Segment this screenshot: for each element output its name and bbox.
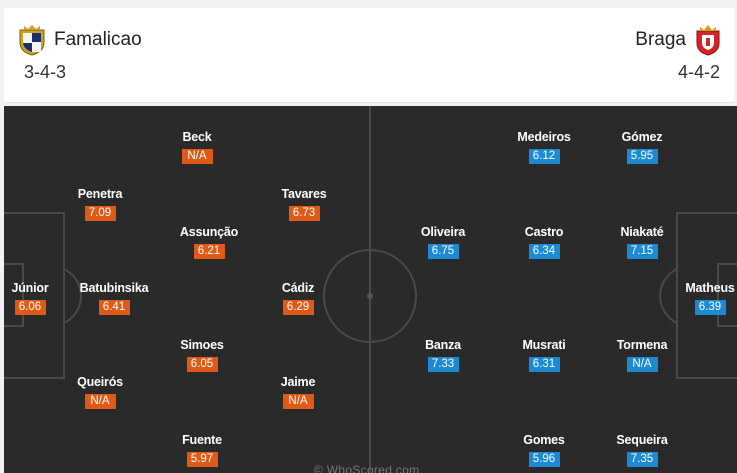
player-name: Beck: [182, 130, 212, 144]
away-player[interactable]: Niakaté 7.15: [587, 224, 697, 259]
home-player[interactable]: Queirós N/A: [45, 374, 155, 409]
player-rating: 6.06: [14, 300, 46, 315]
away-formation: 4-4-2: [677, 62, 720, 82]
player-rating: 5.97: [186, 452, 218, 467]
player-name: Gómez: [621, 130, 663, 144]
player-name: Castro: [524, 225, 564, 239]
player-name: Medeiros: [517, 130, 571, 144]
player-name: Simoes: [180, 338, 224, 352]
player-rating: 7.15: [626, 244, 658, 259]
away-player[interactable]: Gomes 5.96: [489, 432, 599, 467]
home-player[interactable]: Tavares 6.73: [249, 186, 359, 221]
home-formation: 3-4-3: [24, 62, 67, 82]
player-name: Gomes: [523, 433, 565, 447]
player-rating: 6.05: [186, 357, 218, 372]
player-rating: 7.33: [427, 357, 459, 372]
player-rating: 5.95: [626, 149, 658, 164]
player-rating: N/A: [626, 357, 658, 372]
home-player[interactable]: Penetra 7.09: [45, 186, 155, 221]
player-rating: 6.12: [528, 149, 560, 164]
player-name: Niakaté: [620, 225, 664, 239]
player-name: Assunção: [179, 225, 239, 239]
away-team-name: Braga: [635, 29, 686, 50]
player-rating: 6.31: [528, 357, 560, 372]
away-player[interactable]: Medeiros 6.12: [489, 129, 599, 164]
player-rating: 7.35: [626, 452, 658, 467]
away-player[interactable]: Gómez 5.95: [587, 129, 697, 164]
match-header: Famalicao 3-4-3 Braga 4-4-2: [4, 8, 734, 103]
player-name: Tavares: [281, 187, 327, 201]
player-rating: 6.73: [288, 206, 320, 221]
home-player[interactable]: Jaime N/A: [243, 374, 353, 409]
home-player[interactable]: Simoes 6.05: [147, 337, 257, 372]
away-player[interactable]: Matheus 6.39: [655, 280, 737, 315]
home-player[interactable]: Júnior 6.06: [4, 280, 85, 315]
away-player[interactable]: Castro 6.34: [489, 224, 599, 259]
home-player[interactable]: Assunção 6.21: [154, 224, 264, 259]
watermark: © WhoScored.com: [314, 463, 420, 473]
player-name: Jaime: [280, 375, 316, 389]
away-player[interactable]: Oliveira 6.75: [388, 224, 498, 259]
player-name: Cádiz: [281, 281, 315, 295]
famalicao-crest-icon: [18, 24, 46, 56]
pitch: Júnior 6.06 Penetra 7.09 Batubinsika 6.4…: [4, 106, 737, 473]
player-name: Queirós: [77, 375, 123, 389]
away-player[interactable]: Tormena N/A: [587, 337, 697, 372]
player-name: Júnior: [11, 281, 49, 295]
player-rating: N/A: [181, 149, 213, 164]
away-player[interactable]: Musrati 6.31: [489, 337, 599, 372]
away-player[interactable]: Banza 7.33: [388, 337, 498, 372]
player-name: Sequeira: [616, 433, 668, 447]
away-player[interactable]: Sequeira 7.35: [587, 432, 697, 467]
player-rating: 6.39: [694, 300, 726, 315]
player-name: Musrati: [522, 338, 566, 352]
home-player[interactable]: Fuente 5.97: [147, 432, 257, 467]
player-rating: 6.29: [282, 300, 314, 315]
player-rating: 5.96: [528, 452, 560, 467]
player-name: Banza: [425, 338, 461, 352]
player-rating: 6.41: [98, 300, 130, 315]
player-rating: 6.34: [528, 244, 560, 259]
braga-crest-icon: [694, 24, 722, 56]
home-player[interactable]: Batubinsika 6.41: [59, 280, 169, 315]
player-rating: 6.75: [427, 244, 459, 259]
player-name: Fuente: [182, 433, 222, 447]
home-team[interactable]: Famalicao: [18, 24, 142, 56]
player-name: Tormena: [616, 338, 668, 352]
player-rating: N/A: [282, 394, 314, 409]
player-name: Penetra: [77, 187, 123, 201]
away-team[interactable]: Braga: [635, 24, 722, 56]
home-player[interactable]: Cádiz 6.29: [243, 280, 353, 315]
home-team-name: Famalicao: [54, 29, 142, 50]
player-rating: 6.21: [193, 244, 225, 259]
player-name: Matheus: [685, 281, 735, 295]
player-name: Batubinsika: [79, 281, 149, 295]
home-player[interactable]: Beck N/A: [142, 129, 252, 164]
player-name: Oliveira: [420, 225, 466, 239]
player-rating: N/A: [84, 394, 116, 409]
player-rating: 7.09: [84, 206, 116, 221]
pitch-markings: [4, 106, 737, 473]
